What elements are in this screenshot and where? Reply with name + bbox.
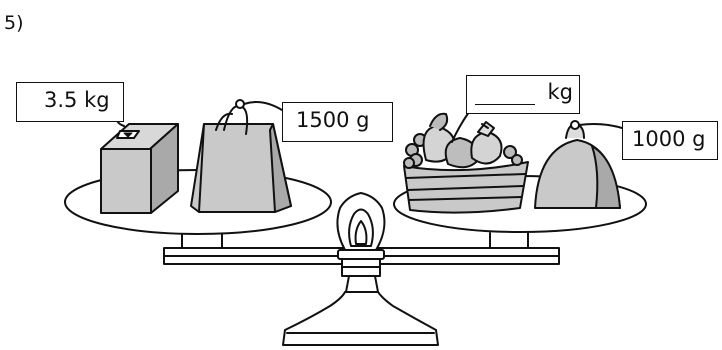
bag-object xyxy=(191,106,291,212)
answer-blank-line[interactable] xyxy=(475,104,535,105)
basket-weight-tag: kg xyxy=(466,75,580,114)
scale-pointer xyxy=(337,193,384,250)
bag-weight-label: 1500 g xyxy=(296,110,369,131)
scale-pillar xyxy=(338,250,384,292)
box-weight-tag: 3.5 kg xyxy=(16,82,124,122)
left-pan-support xyxy=(182,233,222,248)
fruit-basket-object xyxy=(404,114,528,213)
box-object xyxy=(101,124,178,213)
right-pan-support xyxy=(490,233,528,248)
scale-base xyxy=(283,292,438,345)
box-weight-label: 3.5 kg xyxy=(44,90,110,111)
bell-weight-tag: 1000 g xyxy=(622,121,718,160)
bell-weight-object xyxy=(535,124,620,208)
bag-weight-tag: 1500 g xyxy=(282,102,393,142)
basket-weight-unit: kg xyxy=(548,82,574,103)
question-number: 5) xyxy=(4,12,24,34)
bell-weight-label: 1000 g xyxy=(632,129,705,150)
